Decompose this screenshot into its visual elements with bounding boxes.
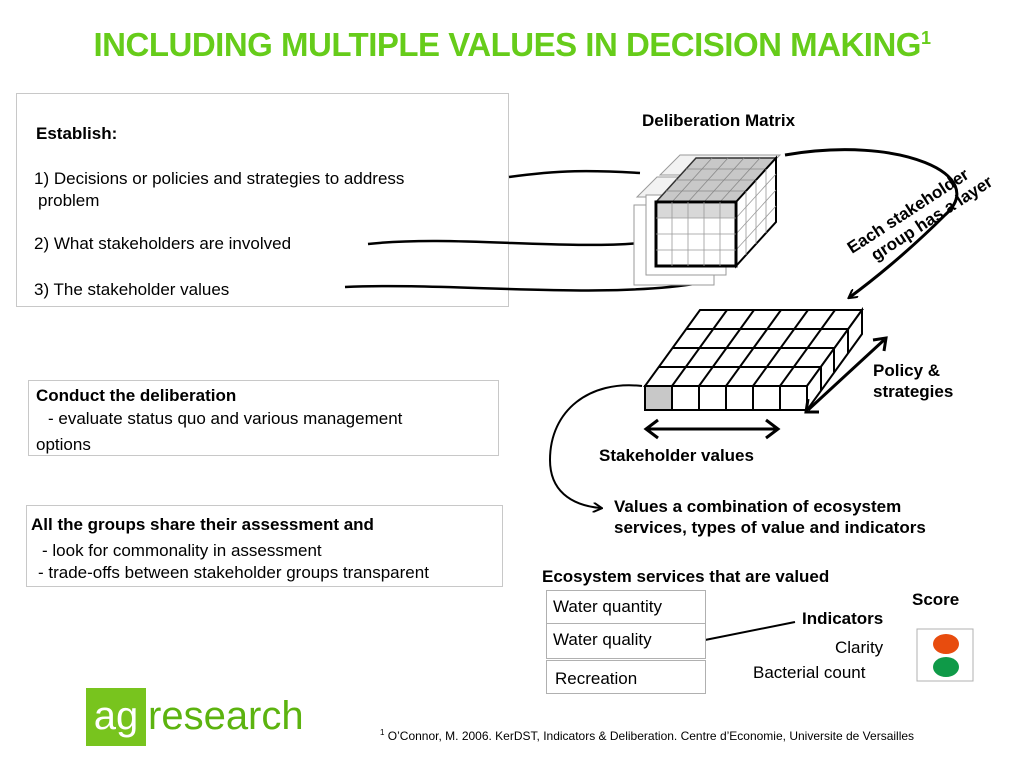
establish-box	[16, 93, 509, 307]
conduct-line-2: options	[36, 435, 91, 454]
service-recreation: Recreation	[546, 660, 706, 694]
establish-item-2: 2) What stakeholders are involved	[34, 234, 292, 253]
footnote-marker: 1	[380, 728, 385, 737]
conduct-heading: Conduct the deliberation	[36, 386, 237, 405]
conduct-line-1: - evaluate status quo and various manage…	[48, 409, 403, 428]
combination-line-2: services, types of value and indicators	[614, 518, 926, 537]
share-box	[26, 505, 503, 587]
service-water-quality: Water quality	[546, 623, 706, 659]
establish-item-3: 3) The stakeholder values	[34, 280, 230, 299]
combination-arrow	[548, 384, 643, 508]
score-label: Score	[912, 590, 960, 609]
policy-strategies-arrow	[804, 336, 888, 414]
logo-ag: ag	[86, 688, 146, 746]
connector-curve-3	[344, 281, 701, 292]
connector-curve-1	[508, 169, 641, 179]
share-line-1: - look for commonality in assessment	[42, 541, 322, 560]
stakeholder-values-arrow	[643, 418, 781, 440]
establish-item-1-cont: problem	[38, 191, 100, 210]
score-green-light	[933, 657, 959, 677]
policy-label-1: Policy &	[873, 361, 941, 380]
conduct-box	[28, 380, 499, 456]
indicator-connector	[704, 621, 796, 641]
establish-heading: Establish:	[36, 124, 118, 143]
matrix-label: Deliberation Matrix	[642, 111, 796, 130]
policy-label-2: strategies	[873, 382, 954, 401]
agresearch-logo: ag research	[86, 688, 304, 746]
stakeholder-values-label: Stakeholder values	[599, 446, 754, 465]
ecosystem-heading: Ecosystem services that are valued	[542, 567, 830, 586]
share-line-2: - trade-offs between stakeholder groups …	[38, 563, 429, 582]
indicator-bacterial-count: Bacterial count	[753, 663, 866, 682]
service-water-quantity: Water quantity	[546, 590, 706, 624]
indicator-clarity: Clarity	[835, 638, 884, 657]
page-title: INCLUDING MULTIPLE VALUES IN DECISION MA…	[93, 26, 931, 63]
logo-research: research	[148, 694, 304, 738]
share-heading: All the groups share their assessment an…	[31, 515, 374, 534]
service-label: Water quantity	[553, 597, 662, 616]
service-label: Recreation	[555, 669, 638, 688]
establish-item-1: 1) Decisions or policies and strategies …	[34, 169, 405, 188]
combination-line-1: Values a combination of ecosystem	[614, 497, 902, 516]
layer-grid	[643, 306, 864, 414]
layer-arrow	[784, 148, 959, 297]
footnote: 1 O’Connor, M. 2006. KerDST, Indicators …	[380, 728, 914, 743]
indicators-label: Indicators	[802, 609, 884, 628]
footnote-text: O’Connor, M. 2006. KerDST, Indicators & …	[384, 729, 915, 743]
score-red-light	[933, 634, 959, 654]
connector-curve-2	[367, 239, 641, 247]
service-label: Water quality	[553, 630, 652, 649]
